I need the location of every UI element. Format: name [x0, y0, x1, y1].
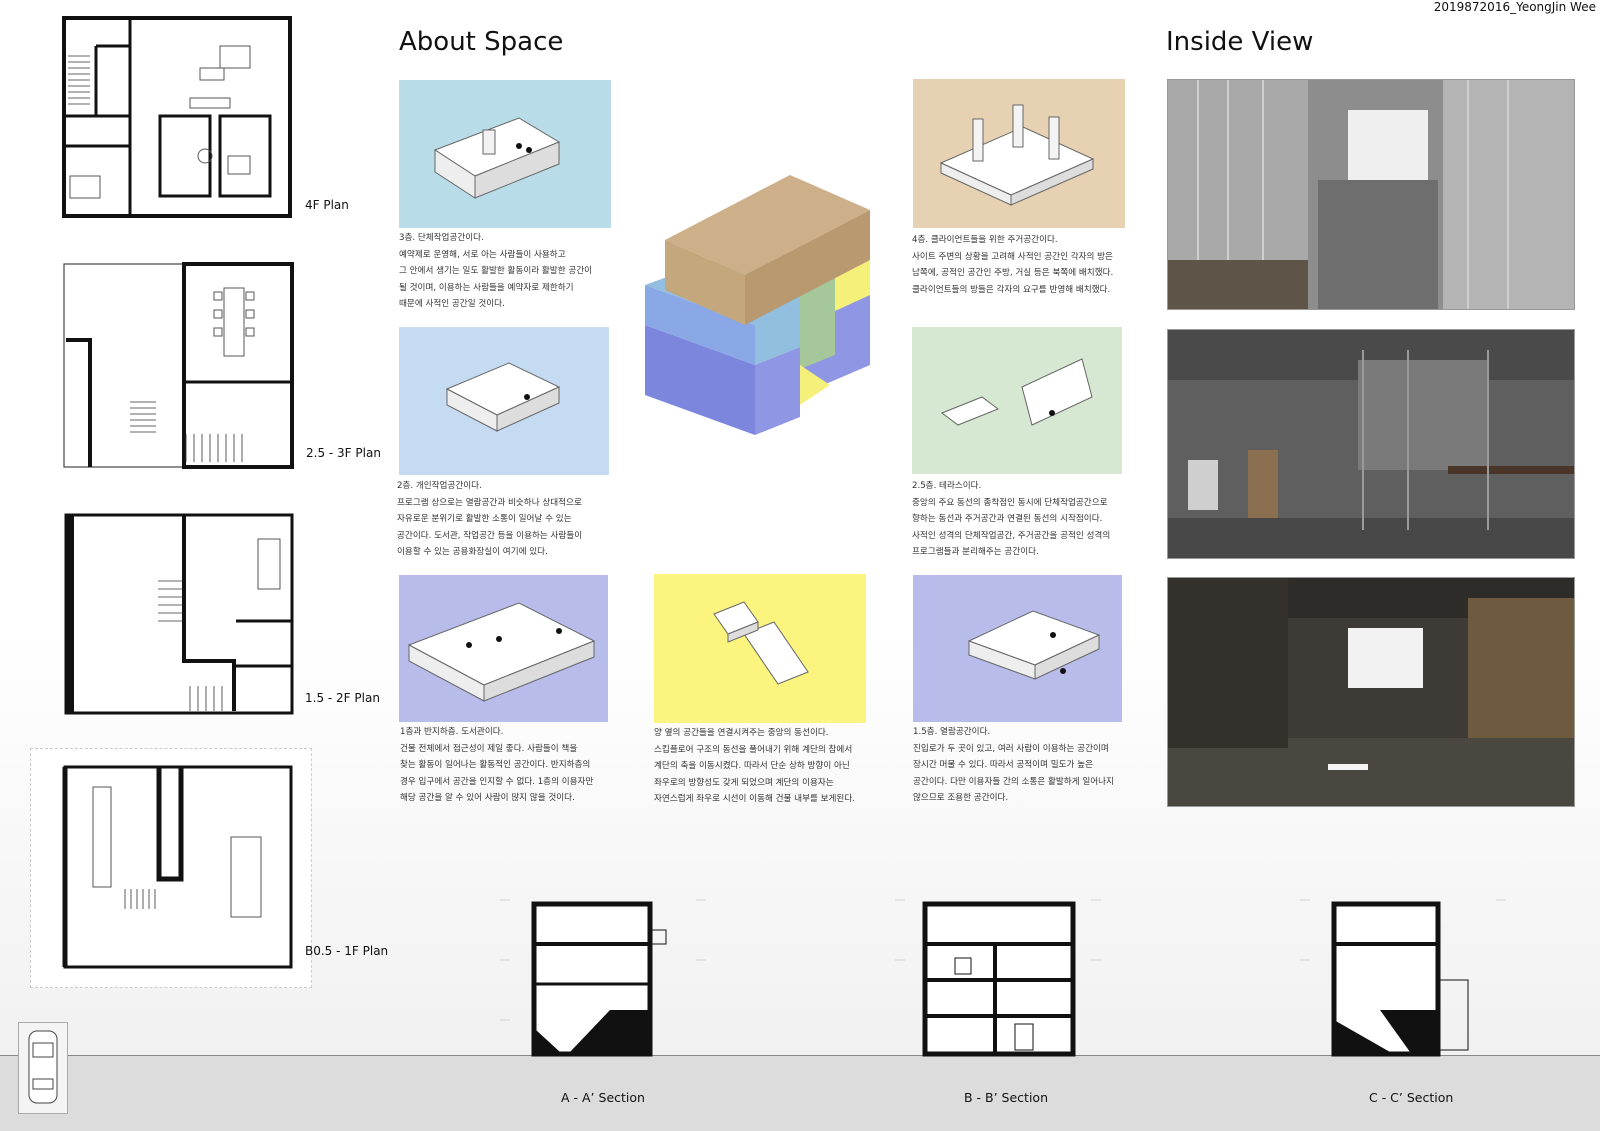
- desc-4f: 4층. 클라이언트들을 위한 주거공간이다. 사이트 주변의 상황을 고려해 사…: [912, 235, 1114, 295]
- plan-4f: [60, 16, 300, 222]
- plan-label-b0-5-1f: B0.5 - 1F Plan: [305, 944, 389, 958]
- panel-4f-residence: [913, 79, 1125, 228]
- panel-2f-individual-work: [399, 327, 609, 475]
- panel-2-5f-terrace: [912, 327, 1122, 474]
- section-a: [500, 860, 710, 1080]
- plan-2-5-3f: [60, 262, 300, 472]
- inside-photo-2: [1167, 329, 1575, 559]
- about-space-title: About Space: [399, 27, 564, 57]
- ground-band: [0, 1055, 1600, 1131]
- section-label-c: C - C’ Section: [1369, 1090, 1454, 1105]
- inside-photo-3: [1167, 577, 1575, 807]
- plan-label-2-5-3f: 2.5 - 3F Plan: [306, 446, 381, 460]
- plan-b0-5-1f: [30, 748, 312, 988]
- author-label: 2019872016_YeongJin Wee: [1433, 0, 1596, 14]
- section-c: [1300, 860, 1510, 1080]
- panel-3f-group-work: [399, 80, 611, 228]
- car-icon: [18, 1022, 68, 1114]
- section-label-b: B - B’ Section: [964, 1090, 1048, 1105]
- inside-photo-1: [1167, 79, 1575, 310]
- plan-label-4f: 4F Plan: [305, 198, 349, 212]
- desc-2f: 2층. 개인작업공간이다. 프로그램 상으로는 열람공간과 비슷하나 상대적으로…: [397, 481, 583, 557]
- massing-diagram: [640, 175, 890, 445]
- inside-view-title: Inside View: [1166, 27, 1314, 57]
- section-b: [895, 860, 1105, 1080]
- panel-central-stair: [654, 574, 866, 723]
- plan-label-1-5-2f: 1.5 - 2F Plan: [305, 691, 380, 705]
- desc-2-5f: 2.5층. 테라스이다. 중앙의 주요 동선의 종착점인 동시에 단체작업공간으…: [912, 481, 1111, 557]
- plan-1-5-2f: [60, 511, 300, 716]
- panel-1f-library: [399, 575, 608, 722]
- desc-stair: 양 옆의 공간들을 연결시켜주는 중앙의 동선이다. 스킵플로어 구조의 동선을…: [654, 728, 855, 804]
- desc-3f: 3층. 단체작업공간이다. 예약제로 운영해, 서로 아는 사람들이 사용하고 …: [399, 233, 593, 309]
- panel-1-5f-reading: [913, 575, 1122, 722]
- desc-1-5f: 1.5층. 열람공간이다. 진입로가 두 곳이 있고, 여러 사람이 이용하는 …: [913, 727, 1114, 803]
- desc-1f: 1층과 반지하층. 도서관이다. 건물 전체에서 접근성이 제일 좋다. 사람들…: [400, 727, 594, 803]
- section-label-a: A - A’ Section: [561, 1090, 645, 1105]
